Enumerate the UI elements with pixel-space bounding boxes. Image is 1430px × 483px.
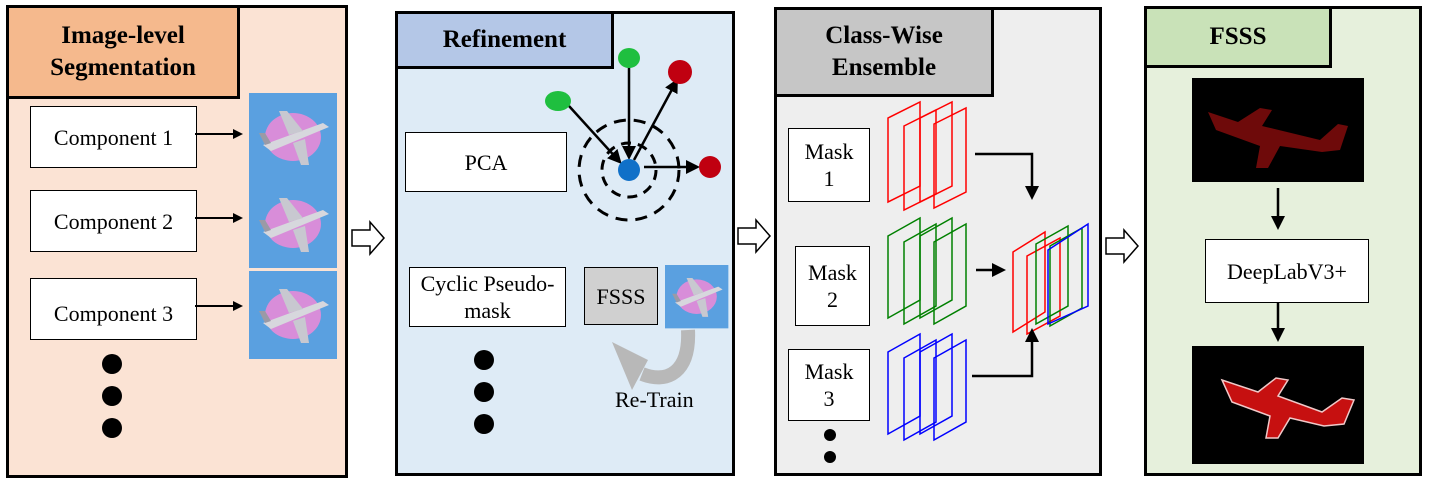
component-3-box: Component 3 [30, 278, 197, 340]
mask-stack-red [887, 100, 967, 212]
mask-stack-blue [887, 332, 967, 442]
ellipsis-dot [474, 350, 494, 370]
retrain-loop-arrow [612, 329, 696, 390]
class-wise-panel: Class-Wise Ensemble Mask 1 Mask 2 Mask 3 [774, 7, 1102, 476]
airplane-thumbnail [249, 180, 337, 268]
ensemble-mask [1012, 222, 1089, 336]
ellipsis-dot [824, 429, 836, 441]
mask-2-box: Mask 2 [795, 246, 870, 326]
class-wise-header: Class-Wise Ensemble [774, 7, 994, 97]
transition-arrow [737, 219, 771, 253]
ellipsis-dot [824, 451, 836, 463]
airplane-thumbnail [249, 93, 337, 181]
ellipsis-dot [474, 414, 494, 434]
airplane-thumbnail [249, 271, 337, 359]
pca-box: PCA [405, 132, 567, 192]
refinement-header: Refinement [395, 11, 614, 69]
fsss-box: FSSS [584, 267, 658, 325]
flow-arrow [972, 152, 1039, 378]
ellipsis-dot [474, 382, 494, 402]
refinement-panel: Refinement PCA Cyclic Pseudo-mask FSSS R… [395, 11, 735, 476]
transition-arrow [1105, 229, 1139, 263]
refined-mask-image [1192, 346, 1364, 464]
flow-arrow [195, 129, 243, 311]
mask-3-box: Mask 3 [788, 349, 870, 421]
mask-stack-green [887, 216, 967, 326]
mask-1-box: Mask 1 [788, 128, 870, 202]
retrain-label: Re-Train [615, 387, 694, 412]
image-level-header: Image-level Segmentation [6, 5, 240, 99]
ellipsis-dot [102, 386, 122, 406]
ellipsis-dot [102, 354, 122, 374]
airplane-thumbnail [665, 265, 729, 329]
cyclic-pseudo-mask-box: Cyclic Pseudo-mask [409, 267, 566, 327]
component-2-box: Component 2 [30, 190, 197, 252]
fsss-header: FSSS [1144, 6, 1332, 68]
segmentation-mask-image [1192, 78, 1364, 182]
component-1-box: Component 1 [30, 106, 197, 168]
ellipsis-dot [102, 418, 122, 438]
deeplabv3-box: DeepLabV3+ [1205, 239, 1369, 303]
pca-scatter [545, 48, 721, 222]
transition-arrow [351, 221, 385, 255]
